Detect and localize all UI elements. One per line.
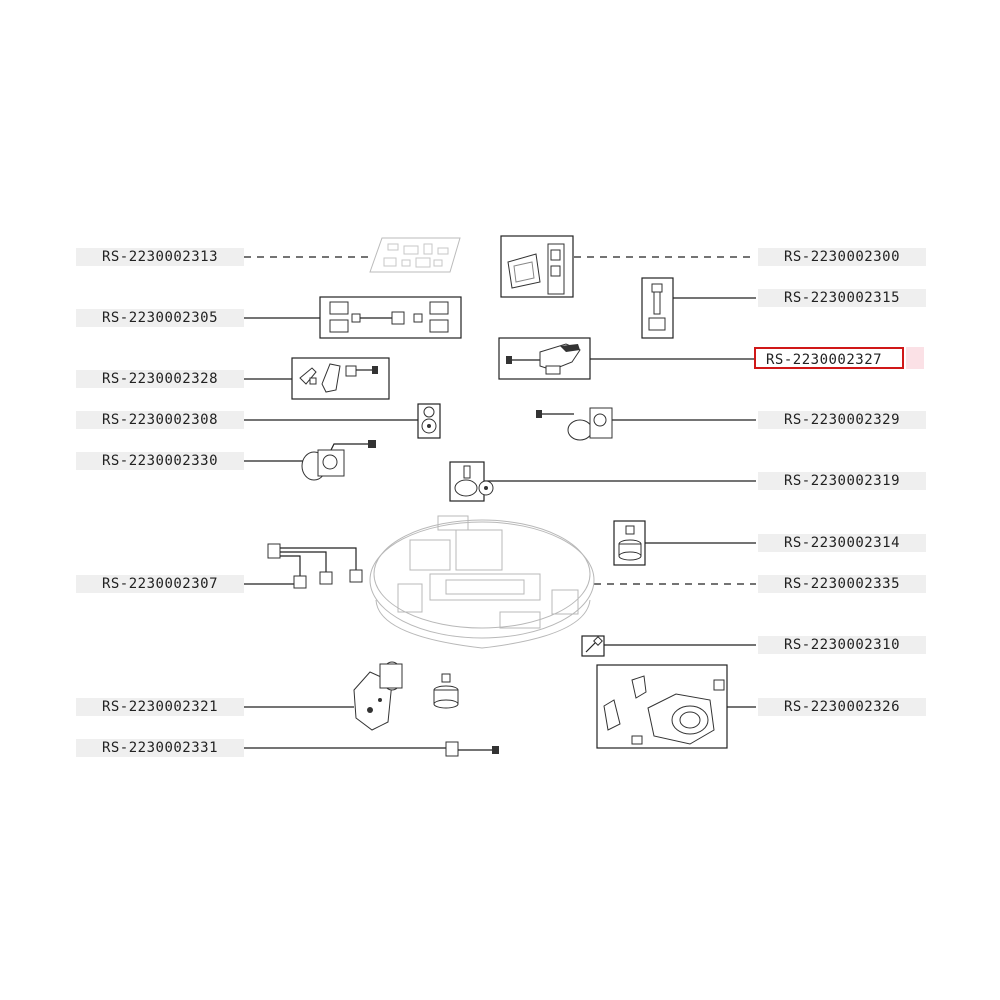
sensor-set-part[interactable] — [319, 296, 462, 339]
small-gear-part[interactable] — [417, 403, 441, 439]
screw-part[interactable] — [581, 635, 605, 657]
part-label-2326[interactable]: RS-2230002326 — [758, 698, 926, 716]
connector-cable-part[interactable] — [445, 741, 499, 757]
part-label-2335[interactable]: RS-2230002335 — [758, 575, 926, 593]
bumper-sensor-arm-part[interactable] — [498, 337, 591, 380]
wheel-motor-part[interactable] — [301, 440, 376, 481]
pcb-board-part[interactable] — [369, 237, 461, 273]
part-label-2319[interactable]: RS-2230002319 — [758, 472, 926, 490]
part-label-2314[interactable]: RS-2230002314 — [758, 534, 926, 552]
part-label-2300[interactable]: RS-2230002300 — [758, 248, 926, 266]
leader-lines — [244, 256, 756, 749]
lever-set-part[interactable] — [291, 357, 390, 400]
part-label-2308[interactable]: RS-2230002308 — [76, 411, 244, 429]
part-label-2315[interactable]: RS-2230002315 — [758, 289, 926, 307]
part-label-2310[interactable]: RS-2230002310 — [758, 636, 926, 654]
blower-fan-part[interactable] — [596, 664, 728, 749]
part-label-2307[interactable]: RS-2230002307 — [76, 575, 244, 593]
wiring-harness-part[interactable] — [267, 543, 363, 589]
part-label-2321[interactable]: RS-2230002321 — [76, 698, 244, 716]
part-label-2330[interactable]: RS-2230002330 — [76, 452, 244, 470]
post-spring-part[interactable] — [641, 277, 674, 339]
gear-motor-part[interactable] — [353, 661, 403, 731]
part-label-2329[interactable]: RS-2230002329 — [758, 411, 926, 429]
part-label-2327-selected[interactable]: RS-2230002327 — [754, 347, 924, 369]
part-label-2328[interactable]: RS-2230002328 — [76, 370, 244, 388]
side-motor-part[interactable] — [536, 407, 613, 441]
caster-wheel-part[interactable] — [449, 461, 494, 502]
housing-kit-part[interactable] — [500, 235, 574, 298]
spacer-foot-part[interactable] — [433, 673, 459, 709]
base-chassis-part[interactable] — [369, 515, 595, 649]
rubber-foot-part[interactable] — [613, 520, 646, 566]
part-label-2305[interactable]: RS-2230002305 — [76, 309, 244, 327]
part-label-2313[interactable]: RS-2230002313 — [76, 248, 244, 266]
part-label-2331[interactable]: RS-2230002331 — [76, 739, 244, 757]
